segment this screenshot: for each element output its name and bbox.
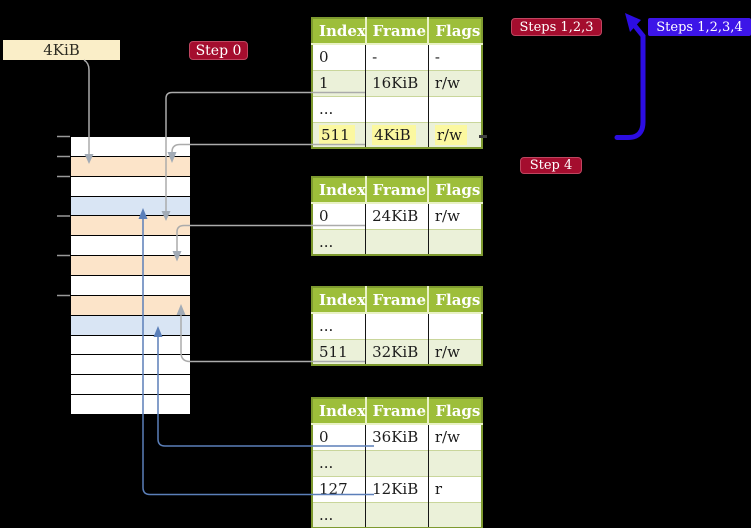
- memory-row-white: [71, 355, 190, 376]
- table-cell: r/w: [428, 338, 482, 365]
- table-cell: [428, 312, 482, 339]
- highlighted-value: 4KiB: [372, 124, 416, 145]
- table-cell: 1: [312, 69, 367, 96]
- table-cell: [365, 95, 429, 122]
- highlighted-value: 511: [319, 124, 355, 145]
- column-header: Index: [312, 287, 367, 314]
- memory-row-white: [71, 276, 190, 296]
- column-header: Frame: [365, 398, 430, 425]
- memory-row-blue: [71, 196, 190, 217]
- frame-size-badge: 4KiB: [3, 40, 120, 60]
- table-cell: [428, 228, 482, 255]
- table-cell: 0: [312, 202, 367, 229]
- step4-badge: Step 4: [520, 157, 582, 174]
- memory-row-white: [71, 395, 190, 416]
- table-cell: [365, 228, 429, 255]
- table-cell: ...: [312, 501, 367, 528]
- table-cell: 24KiB: [365, 202, 429, 229]
- memory-row-white: [71, 375, 190, 396]
- table-cell: 511: [312, 121, 367, 148]
- step0-badge: Step 0: [189, 41, 248, 60]
- table-row: ...: [312, 449, 482, 476]
- highlighted-value: r/w: [434, 124, 467, 145]
- column-header: Flags: [428, 18, 482, 45]
- steps1234-badge: Steps 1,2,3,4: [648, 18, 751, 36]
- column-header: Flags: [428, 287, 482, 314]
- table-row: ...: [312, 228, 482, 255]
- table-cell: 32KiB: [365, 338, 429, 365]
- column-header: Flags: [428, 398, 482, 425]
- table-cell: r/w: [428, 69, 482, 96]
- memory-row-white: [71, 176, 190, 197]
- memory-row-white: [71, 335, 190, 356]
- table-cell: [365, 449, 429, 476]
- memory-row-peach: [71, 156, 190, 177]
- table-cell: r/w: [428, 423, 482, 450]
- table-cell: ...: [312, 95, 367, 122]
- column-header: Index: [312, 398, 367, 425]
- tick-marks: [57, 135, 70, 297]
- table-row: ...: [312, 501, 482, 528]
- table-cell: r: [428, 475, 482, 502]
- column-header: Index: [312, 177, 367, 204]
- table-cell: r/w: [428, 202, 482, 229]
- table-cell: [365, 312, 429, 339]
- steps-loop-arrow: [614, 23, 646, 140]
- memory-row-peach: [71, 216, 190, 237]
- table-cell: 36KiB: [365, 423, 429, 450]
- table-cell: ...: [312, 312, 367, 339]
- table-row: ...: [312, 312, 482, 339]
- table-cell: ...: [312, 228, 367, 255]
- memory-row-white: [71, 236, 190, 257]
- table-cell: 12KiB: [365, 475, 429, 502]
- table-cell: [428, 501, 482, 528]
- table-cell: 0: [312, 423, 367, 450]
- memory-row-peach: [71, 256, 190, 277]
- table-cell: [428, 95, 482, 122]
- table-cell: ...: [312, 449, 367, 476]
- table-cell: -: [365, 43, 429, 70]
- arrowhead-up-left-icon: [625, 13, 641, 32]
- table-row: 0--: [312, 43, 482, 70]
- table-cell: [365, 501, 429, 528]
- column-header: Frame: [365, 177, 430, 204]
- table-cell: 4KiB: [365, 121, 429, 148]
- table-cell: r/w: [428, 121, 482, 148]
- memory-column: [71, 137, 190, 416]
- steps123-badge: Steps 1,2,3: [511, 18, 602, 36]
- column-header: Frame: [365, 287, 430, 314]
- memory-row-white: [71, 137, 190, 157]
- memory-row-peach: [71, 295, 190, 316]
- table-cell: 0: [312, 43, 367, 70]
- table-cell: -: [428, 43, 482, 70]
- table-row: ...: [312, 95, 482, 122]
- table-cell: 511: [312, 338, 367, 365]
- memory-row-blue: [71, 315, 190, 336]
- column-header: Flags: [428, 177, 482, 204]
- column-header: Index: [312, 18, 367, 45]
- table-cell: [428, 449, 482, 476]
- table-cell: 127: [312, 475, 367, 502]
- table-row: 511 4KiB r/w: [312, 121, 482, 148]
- table-cell: 16KiB: [365, 69, 429, 96]
- column-header: Frame: [365, 18, 430, 45]
